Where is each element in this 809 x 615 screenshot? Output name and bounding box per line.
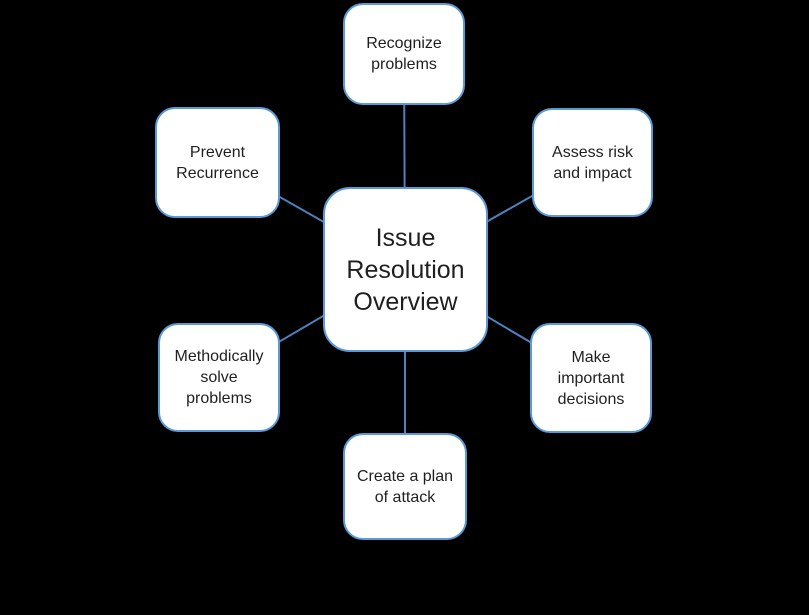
node-bottom-label: Create a plan of attack (356, 467, 454, 506)
node-bottom-left-label: Methodically solve problems (174, 348, 264, 407)
node-top-left-label: Prevent Recurrence (176, 143, 259, 182)
node-bottom-right-label: Make important decisions (557, 348, 625, 408)
node-recognize-problems: Recognize problems (343, 3, 465, 105)
node-methodically-solve-problems: Methodically solve problems (158, 323, 280, 432)
node-center-label: Issue Resolution Overview (346, 223, 465, 316)
node-make-important-decisions: Make important decisions (530, 323, 652, 433)
node-prevent-recurrence: Prevent Recurrence (155, 107, 280, 218)
node-issue-resolution-overview: Issue Resolution Overview (323, 187, 488, 352)
node-create-a-plan-of-attack: Create a plan of attack (343, 433, 467, 540)
node-assess-risk-and-impact: Assess risk and impact (532, 108, 653, 217)
node-top-label: Recognize problems (366, 35, 442, 73)
node-top-right-label: Assess risk and impact (552, 143, 633, 182)
